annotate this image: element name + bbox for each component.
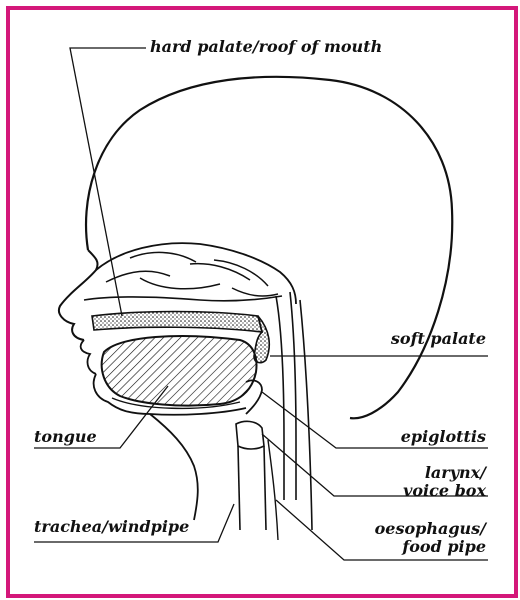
larynx [236,421,264,449]
oesophagus-tube [268,440,278,540]
neck-front [150,414,198,520]
neck-back [300,300,312,530]
nasal-turbinates [106,252,278,296]
label-larynx-line2: voice box [340,482,486,500]
pharynx-wall-b [290,292,296,500]
label-larynx: larynx/ voice box [340,464,486,500]
label-trachea: trachea/windpipe [34,518,189,536]
label-soft-palate: soft palate [382,330,486,348]
face-profile [59,250,98,340]
nasal-passage-lower [84,296,282,301]
label-tongue: tongue [34,428,97,446]
label-oesophagus-line1: oesophagus/ [330,520,486,538]
lips [81,340,96,374]
label-oesophagus-line2: food pipe [330,538,486,556]
label-hard-palate: hard palate/roof of mouth [150,38,382,56]
trachea-front [238,446,240,530]
trachea-back [264,446,266,530]
label-larynx-line1: larynx/ [340,464,486,482]
pharynx-wall-a [276,296,284,500]
label-oesophagus: oesophagus/ food pipe [330,520,486,556]
hard-palate [92,312,262,333]
tongue [102,336,257,406]
leader-hard-palate [70,48,146,316]
label-epiglottis: epiglottis [360,428,486,446]
